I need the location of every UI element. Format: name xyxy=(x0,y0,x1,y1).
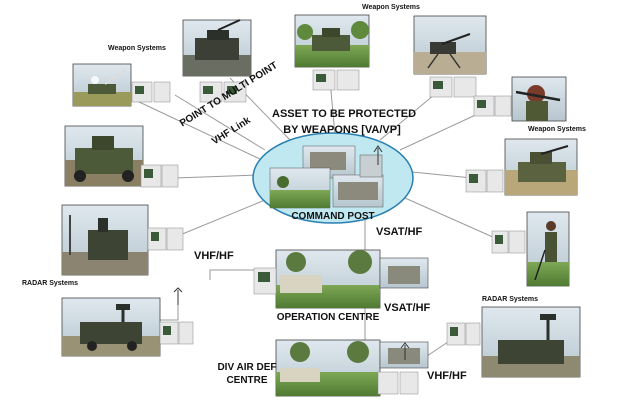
radar-photo-bottom-right xyxy=(481,306,581,378)
radio-set xyxy=(140,164,179,188)
radio-set xyxy=(147,227,184,251)
weapon-photo-right-low xyxy=(526,211,570,287)
weapon-systems-label-left: Weapon Systems xyxy=(108,45,166,52)
weapon-photo-left-top xyxy=(72,63,132,107)
weapon-systems-label-right: Weapon Systems xyxy=(528,126,586,133)
radar-photo-left xyxy=(61,204,149,276)
vhf-hf-label-left: VHF/HF xyxy=(194,250,234,262)
weapon-systems-label-top: Weapon Systems xyxy=(362,4,420,11)
vsat-hf-label-1: VSAT/HF xyxy=(376,226,423,238)
weapon-photo-top-center xyxy=(294,14,370,68)
operation-centre-photos xyxy=(253,249,429,309)
antenna-icon xyxy=(173,287,183,305)
radio-set xyxy=(446,322,481,346)
vsat-hf-label-2: VSAT/HF xyxy=(384,302,431,314)
antenna-icon xyxy=(400,342,410,360)
div-air-def-label-line2: CENTRE xyxy=(226,375,268,386)
radar-systems-label-left: RADAR Systems xyxy=(22,280,79,287)
radar-systems-label-right: RADAR Systems xyxy=(482,296,539,303)
radio-set xyxy=(131,81,171,103)
radio-set xyxy=(429,76,477,98)
vhf-hf-label-bottom: VHF/HF xyxy=(427,370,467,382)
asset-label-line1: ASSET TO BE PROTECTED xyxy=(272,108,417,120)
weapon-photo-top-right xyxy=(413,15,487,75)
radio-set xyxy=(312,69,360,91)
weapon-photo-left-mid xyxy=(64,125,144,187)
div-air-def-photos xyxy=(275,339,429,397)
radar-photo-bottom-left xyxy=(61,297,161,357)
asset-label-line2: BY WEAPONS [VA/VP] xyxy=(283,124,401,136)
radio-set xyxy=(491,230,526,254)
radio-set xyxy=(159,321,194,345)
div-air-def-label-line1: DIV AIR DEF xyxy=(217,362,277,373)
radio-set xyxy=(465,169,504,193)
command-post-label: COMMAND POST xyxy=(291,211,375,222)
radio-set xyxy=(473,95,512,117)
command-post-photos xyxy=(269,145,384,209)
operation-centre-label: OPERATION CENTRE xyxy=(276,312,380,323)
radio-set xyxy=(199,81,247,103)
antenna-icon xyxy=(373,145,383,165)
weapon-photo-right-top xyxy=(511,76,567,122)
weapon-photo-top-center-left xyxy=(182,19,252,77)
weapon-photo-right-mid xyxy=(504,138,578,196)
